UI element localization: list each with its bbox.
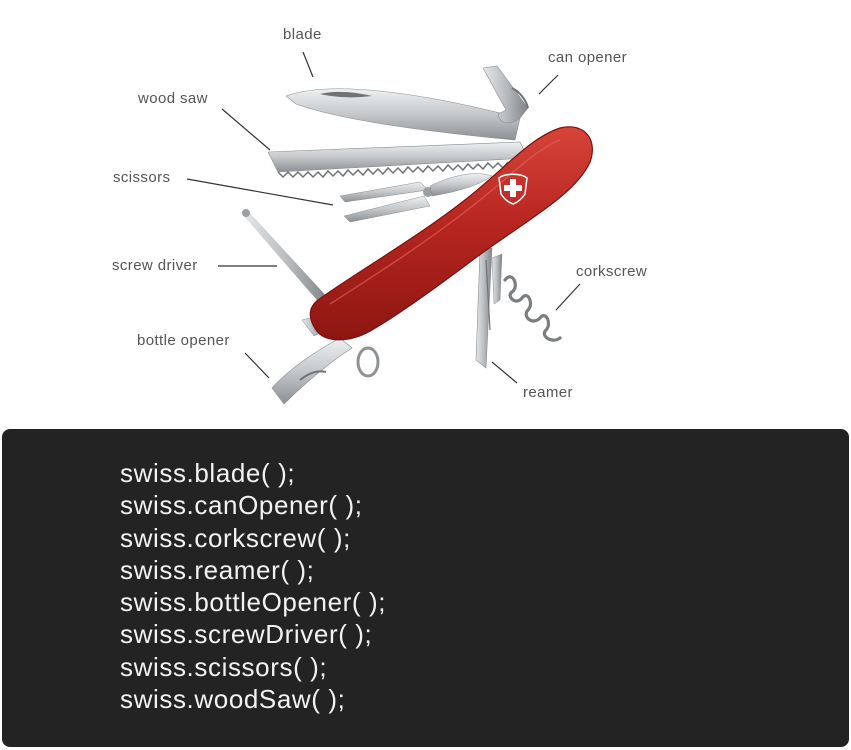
leader-wood-saw — [221, 108, 271, 151]
knife-diagram: blade can opener wood saw scissors screw… — [112, 26, 648, 405]
cross-shield-icon — [498, 173, 528, 205]
key-ring — [356, 346, 380, 378]
label-reamer: reamer — [523, 384, 573, 401]
label-can-opener: can opener — [548, 49, 628, 66]
label-screw-driver: screw driver — [112, 257, 198, 274]
knife-illustration — [186, 51, 593, 405]
code-line: swiss.woodSaw( ); — [120, 684, 346, 715]
corkscrew-tool — [503, 275, 562, 342]
code-line: swiss.screwDriver( ); — [120, 619, 373, 650]
label-corkscrew: corkscrew — [576, 263, 648, 280]
leader-lines — [186, 51, 581, 384]
can-opener-tool — [482, 65, 529, 124]
label-bottle-opener: bottle opener — [137, 332, 230, 349]
screwdriver-tool — [242, 209, 330, 306]
code-block: swiss.blade( ); swiss.canOpener( ); swis… — [120, 457, 386, 715]
scissors-tool — [339, 173, 493, 223]
leader-reamer — [491, 361, 518, 384]
code-panel: swiss.blade( ); swiss.canOpener( ); swis… — [2, 429, 849, 747]
code-line: swiss.corkscrew( ); — [120, 522, 351, 553]
code-line: swiss.bottleOpener( ); — [120, 587, 387, 618]
label-scissors: scissors — [113, 169, 171, 186]
reamer-tool — [475, 247, 503, 369]
label-wood-saw: wood saw — [138, 90, 208, 107]
leader-bottle-opener — [244, 352, 270, 379]
wood-saw-tool — [267, 141, 529, 179]
leader-scissors — [186, 178, 334, 206]
label-blade: blade — [283, 26, 322, 43]
code-line: swiss.reamer( ); — [120, 554, 315, 585]
red-handle — [309, 126, 593, 341]
code-line: swiss.canOpener( ); — [120, 490, 363, 521]
leader-corkscrew — [555, 283, 581, 311]
leader-blade — [302, 51, 314, 78]
blade-tool — [285, 88, 521, 141]
code-line: swiss.blade( ); — [120, 458, 296, 488]
code-line: swiss.scissors( ); — [120, 651, 328, 682]
leader-can-opener — [538, 74, 559, 95]
